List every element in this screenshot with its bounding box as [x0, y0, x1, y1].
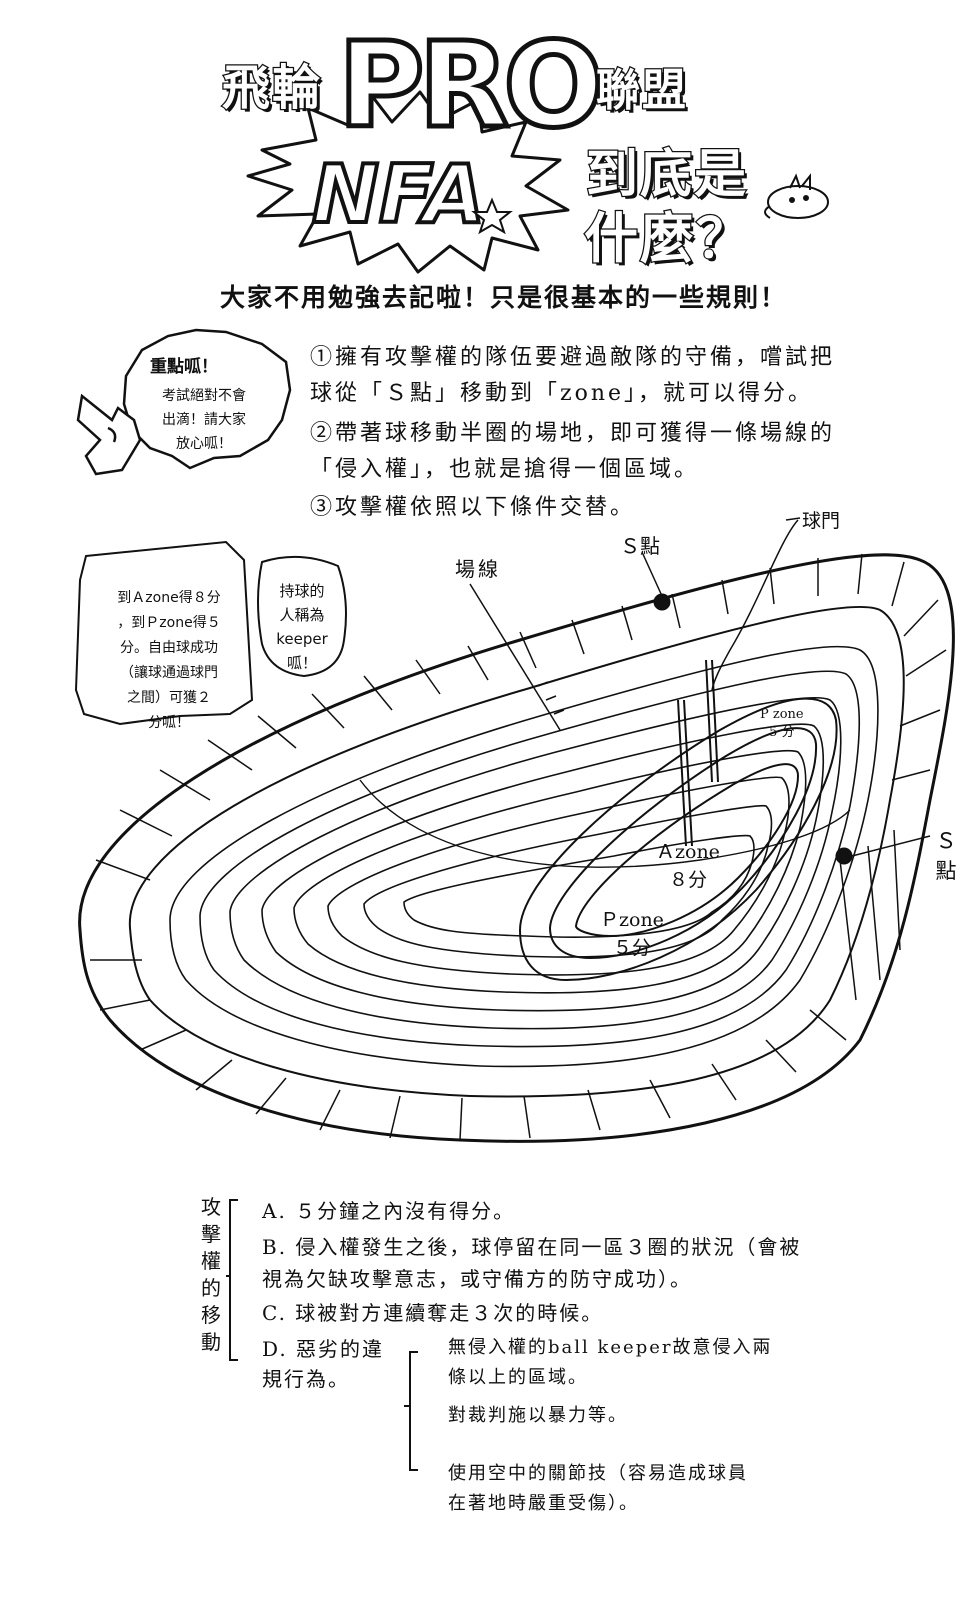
rule-3: ③攻擊權依照以下條件交替。 [310, 495, 636, 520]
heading-char: 移 [201, 1303, 221, 1327]
star-icon [471, 197, 513, 235]
score-line: 分。自由球成功 [120, 640, 218, 656]
p-zone-name: Ｐzone [600, 909, 664, 931]
bracket-lines [226, 1199, 418, 1471]
s-point-right-char-2: 點 [935, 859, 957, 883]
keeper-line: 人稱為 [279, 606, 325, 624]
violation-3-line-2: 在著地時嚴重受傷）。 [448, 1493, 639, 1514]
keeper-line: 呱！ [286, 654, 317, 672]
note-bubble-body: 考試絕對不會 出滴！請大家 放心呱！ [134, 384, 274, 456]
heading-char: 動 [201, 1330, 221, 1354]
condition-d-line-2: 規行為。 [262, 1367, 350, 1391]
violation-1-line-2: 條以上的區域。 [448, 1367, 588, 1388]
p-zone-label: Ｐzone ５分 [600, 906, 664, 962]
heading-char: 攻 [201, 1195, 221, 1219]
field-line-label: 場線 [455, 557, 501, 581]
keeper-line: keeper [276, 630, 328, 648]
question-line-2: 什麼？ [583, 206, 752, 272]
keeper-bubble-text: 持球的 人稱為 keeper 呱！ [265, 579, 339, 675]
p-zone-far-name: P zone [760, 707, 804, 722]
violation-3-line-1: 使用空中的關節技（容易造成球員 [448, 1463, 748, 1484]
keeper-bubble-shape [257, 555, 347, 678]
score-line: （讓球通過球門 [120, 665, 218, 681]
nfa-logo: NFA [310, 146, 513, 243]
score-line: 之間）可獲２ [127, 690, 211, 706]
svg-text:NFA: NFA [312, 148, 485, 241]
s-point-top-label: Ｓ點 [620, 534, 660, 558]
duck-mascot-icon [76, 393, 142, 476]
p-zone-oval [548, 727, 818, 960]
condition-d-line-1: D. 惡劣的違 [262, 1337, 385, 1361]
mascot-icon [764, 173, 829, 219]
a-zone-points: ８分 [668, 869, 707, 891]
condition-c: C. 球被對方連續奪走３次的時候。 [262, 1301, 604, 1325]
s-point-right [835, 847, 853, 865]
note-bubble-title: 重點呱！ [150, 357, 218, 377]
score-bubble-text: 到Ａzone得８分 ，到Ｐzone得５ 分。自由球成功 （讓球通過球門 之間）可… [88, 586, 250, 736]
attack-transfer-heading: 攻 擊 權 的 移 動 [198, 1194, 224, 1356]
violation-2: 對裁判施以暴力等。 [448, 1405, 628, 1426]
score-line: 分呱！ [148, 715, 190, 731]
title-left: 飛輪 [221, 59, 323, 118]
p-zone-far-label: P zone 5 分 [760, 706, 804, 742]
svg-text:PRO: PRO [338, 16, 598, 154]
note-line: 放心呱！ [176, 436, 232, 452]
goal-label: 球門 [802, 510, 841, 532]
rule-1-line-2: 球從「Ｓ點」移動到「zone」，就可以得分。 [310, 381, 814, 406]
a-zone-name: Ａzone [656, 841, 720, 863]
condition-a: A. ５分鐘之內沒有得分。 [262, 1199, 516, 1223]
score-line: 到Ａzone得８分 [117, 590, 221, 606]
rule-1-line-1: ①擁有攻擊權的隊伍要避過敵隊的守備，嚐試把 [310, 345, 836, 370]
s-point-top [653, 593, 671, 611]
a-zone-label: Ａzone ８分 [656, 838, 720, 894]
s-point-right-label: Ｓ 點 [934, 826, 958, 886]
rule-2-line-2: 「侵入權」，也就是搶得一個區域。 [310, 457, 700, 482]
p-zone-far-points: 5 分 [769, 725, 795, 740]
stadium-drawing [78, 517, 955, 1143]
a-zone-oval [518, 697, 838, 982]
heading-char: 擊 [201, 1222, 221, 1246]
heading-char: 權 [201, 1249, 221, 1273]
s-point-right-char-1: Ｓ [935, 829, 957, 853]
note-line: 考試絕對不會 [162, 388, 246, 404]
pro-logo: PRO [336, 14, 607, 157]
violation-1-line-1: 無侵入權的ball keeper故意侵入兩 [448, 1337, 773, 1358]
question-line-1: 到底是 [585, 144, 749, 207]
condition-b-line-1: B. 侵入權發生之後，球停留在同一區３圈的狀況（會被 [262, 1235, 802, 1259]
keeper-line: 持球的 [279, 582, 325, 600]
rule-2-line-1: ②帶著球移動半圈的場地，即可獲得一條場線的 [310, 421, 836, 446]
title-right: 聯盟 [595, 64, 688, 118]
score-line: ，到Ｐzone得５ [117, 615, 221, 631]
condition-b-line-2: 視為欠缺攻擊意志，或守備方的防守成功）。 [262, 1267, 692, 1291]
score-bubble-shape [74, 540, 254, 726]
p-zone-points: ５分 [612, 937, 651, 959]
subtitle: 大家不用勉強去記啦！只是很基本的一些規則！ [220, 283, 788, 312]
heading-char: 的 [201, 1276, 221, 1300]
note-line: 出滴！請大家 [162, 412, 246, 428]
